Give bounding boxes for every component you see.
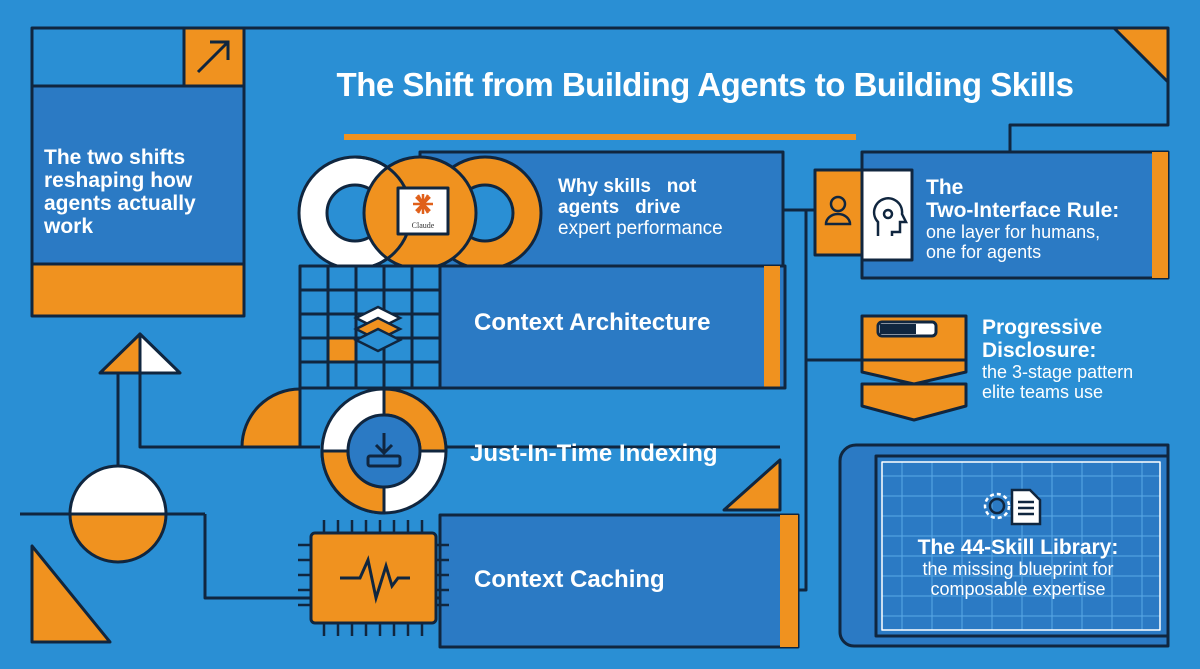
skills-line-2: agents drive [558, 197, 681, 218]
claude-logo-icon [413, 194, 433, 214]
user-tab [813, 168, 864, 257]
progressive-head-2: Disclosure: [982, 339, 1097, 362]
library-sub-1: the missing blueprint for [922, 559, 1114, 579]
skills-line-3: expert performance [558, 218, 723, 239]
left-triangle-white [138, 332, 182, 375]
chip [309, 531, 438, 625]
progressive-sub-1: the 3-stage pattern [982, 362, 1134, 382]
two-interface-head-2: Two-Interface Rule: [926, 199, 1120, 222]
top-right-triangle [1112, 26, 1170, 84]
left-triangle-orange [98, 332, 142, 375]
progressive-sub-2: elite teams use [982, 382, 1104, 402]
left-panel-orange [30, 262, 246, 318]
context-architecture-label: Context Architecture [474, 309, 711, 336]
caching-panel [438, 513, 800, 649]
page-title: The Shift from Building Agents to Buildi… [336, 66, 1074, 103]
corner-triangle [30, 544, 112, 644]
intro-text: The two shifts reshaping how agents actu… [44, 146, 234, 238]
library-head: The 44-Skill Library: [917, 536, 1119, 559]
user-icon [824, 195, 852, 226]
right-connector [783, 208, 808, 592]
library-text: The 44-Skill Library: the missing bluepr… [872, 536, 1164, 599]
orange-wedge-jit [722, 458, 782, 512]
intro-line-2: reshaping how [44, 169, 193, 192]
arrow-up-right-icon [196, 40, 230, 74]
half-circle-white [68, 464, 168, 516]
two-interface-sub-1: one layer for humans, [926, 222, 1101, 242]
two-interface-head-1: The [926, 176, 964, 199]
progressive-card-bottom [860, 382, 968, 422]
two-interface-text: The Two-Interface Rule: one layer for hu… [926, 176, 1151, 262]
head-gear-icon [872, 197, 909, 236]
gear-document-icon [983, 488, 1042, 526]
quarter-circle [240, 387, 302, 449]
context-caching-label: Context Caching [474, 566, 665, 593]
skills-panel-text: Why skills not agents drive expert perfo… [558, 176, 778, 239]
two-interface-sub-2: one for agents [926, 242, 1042, 262]
waveform-icon [340, 555, 410, 604]
chip-pins [298, 520, 449, 636]
half-circle-orange [68, 512, 168, 564]
jit-indexing-label: Just-In-Time Indexing [470, 440, 718, 467]
progressive-head-1: Progressive [982, 316, 1103, 339]
intro-panel [30, 84, 246, 266]
svg-text:Claude: Claude [412, 221, 435, 230]
intro-line-1: The two shifts [44, 146, 186, 169]
intro-line-3: agents actually [44, 192, 196, 215]
library-sub-2: composable expertise [930, 579, 1106, 599]
context-architecture-panel [438, 264, 787, 390]
head-card [860, 168, 914, 262]
layers-icon [353, 305, 403, 353]
skills-line-1: Why skills not [558, 176, 697, 197]
progressive-card-mid [860, 358, 968, 386]
download-icon [366, 433, 402, 468]
intro-line-4: work [44, 215, 94, 238]
progressive-text: Progressive Disclosure: the 3-stage patt… [982, 316, 1182, 402]
